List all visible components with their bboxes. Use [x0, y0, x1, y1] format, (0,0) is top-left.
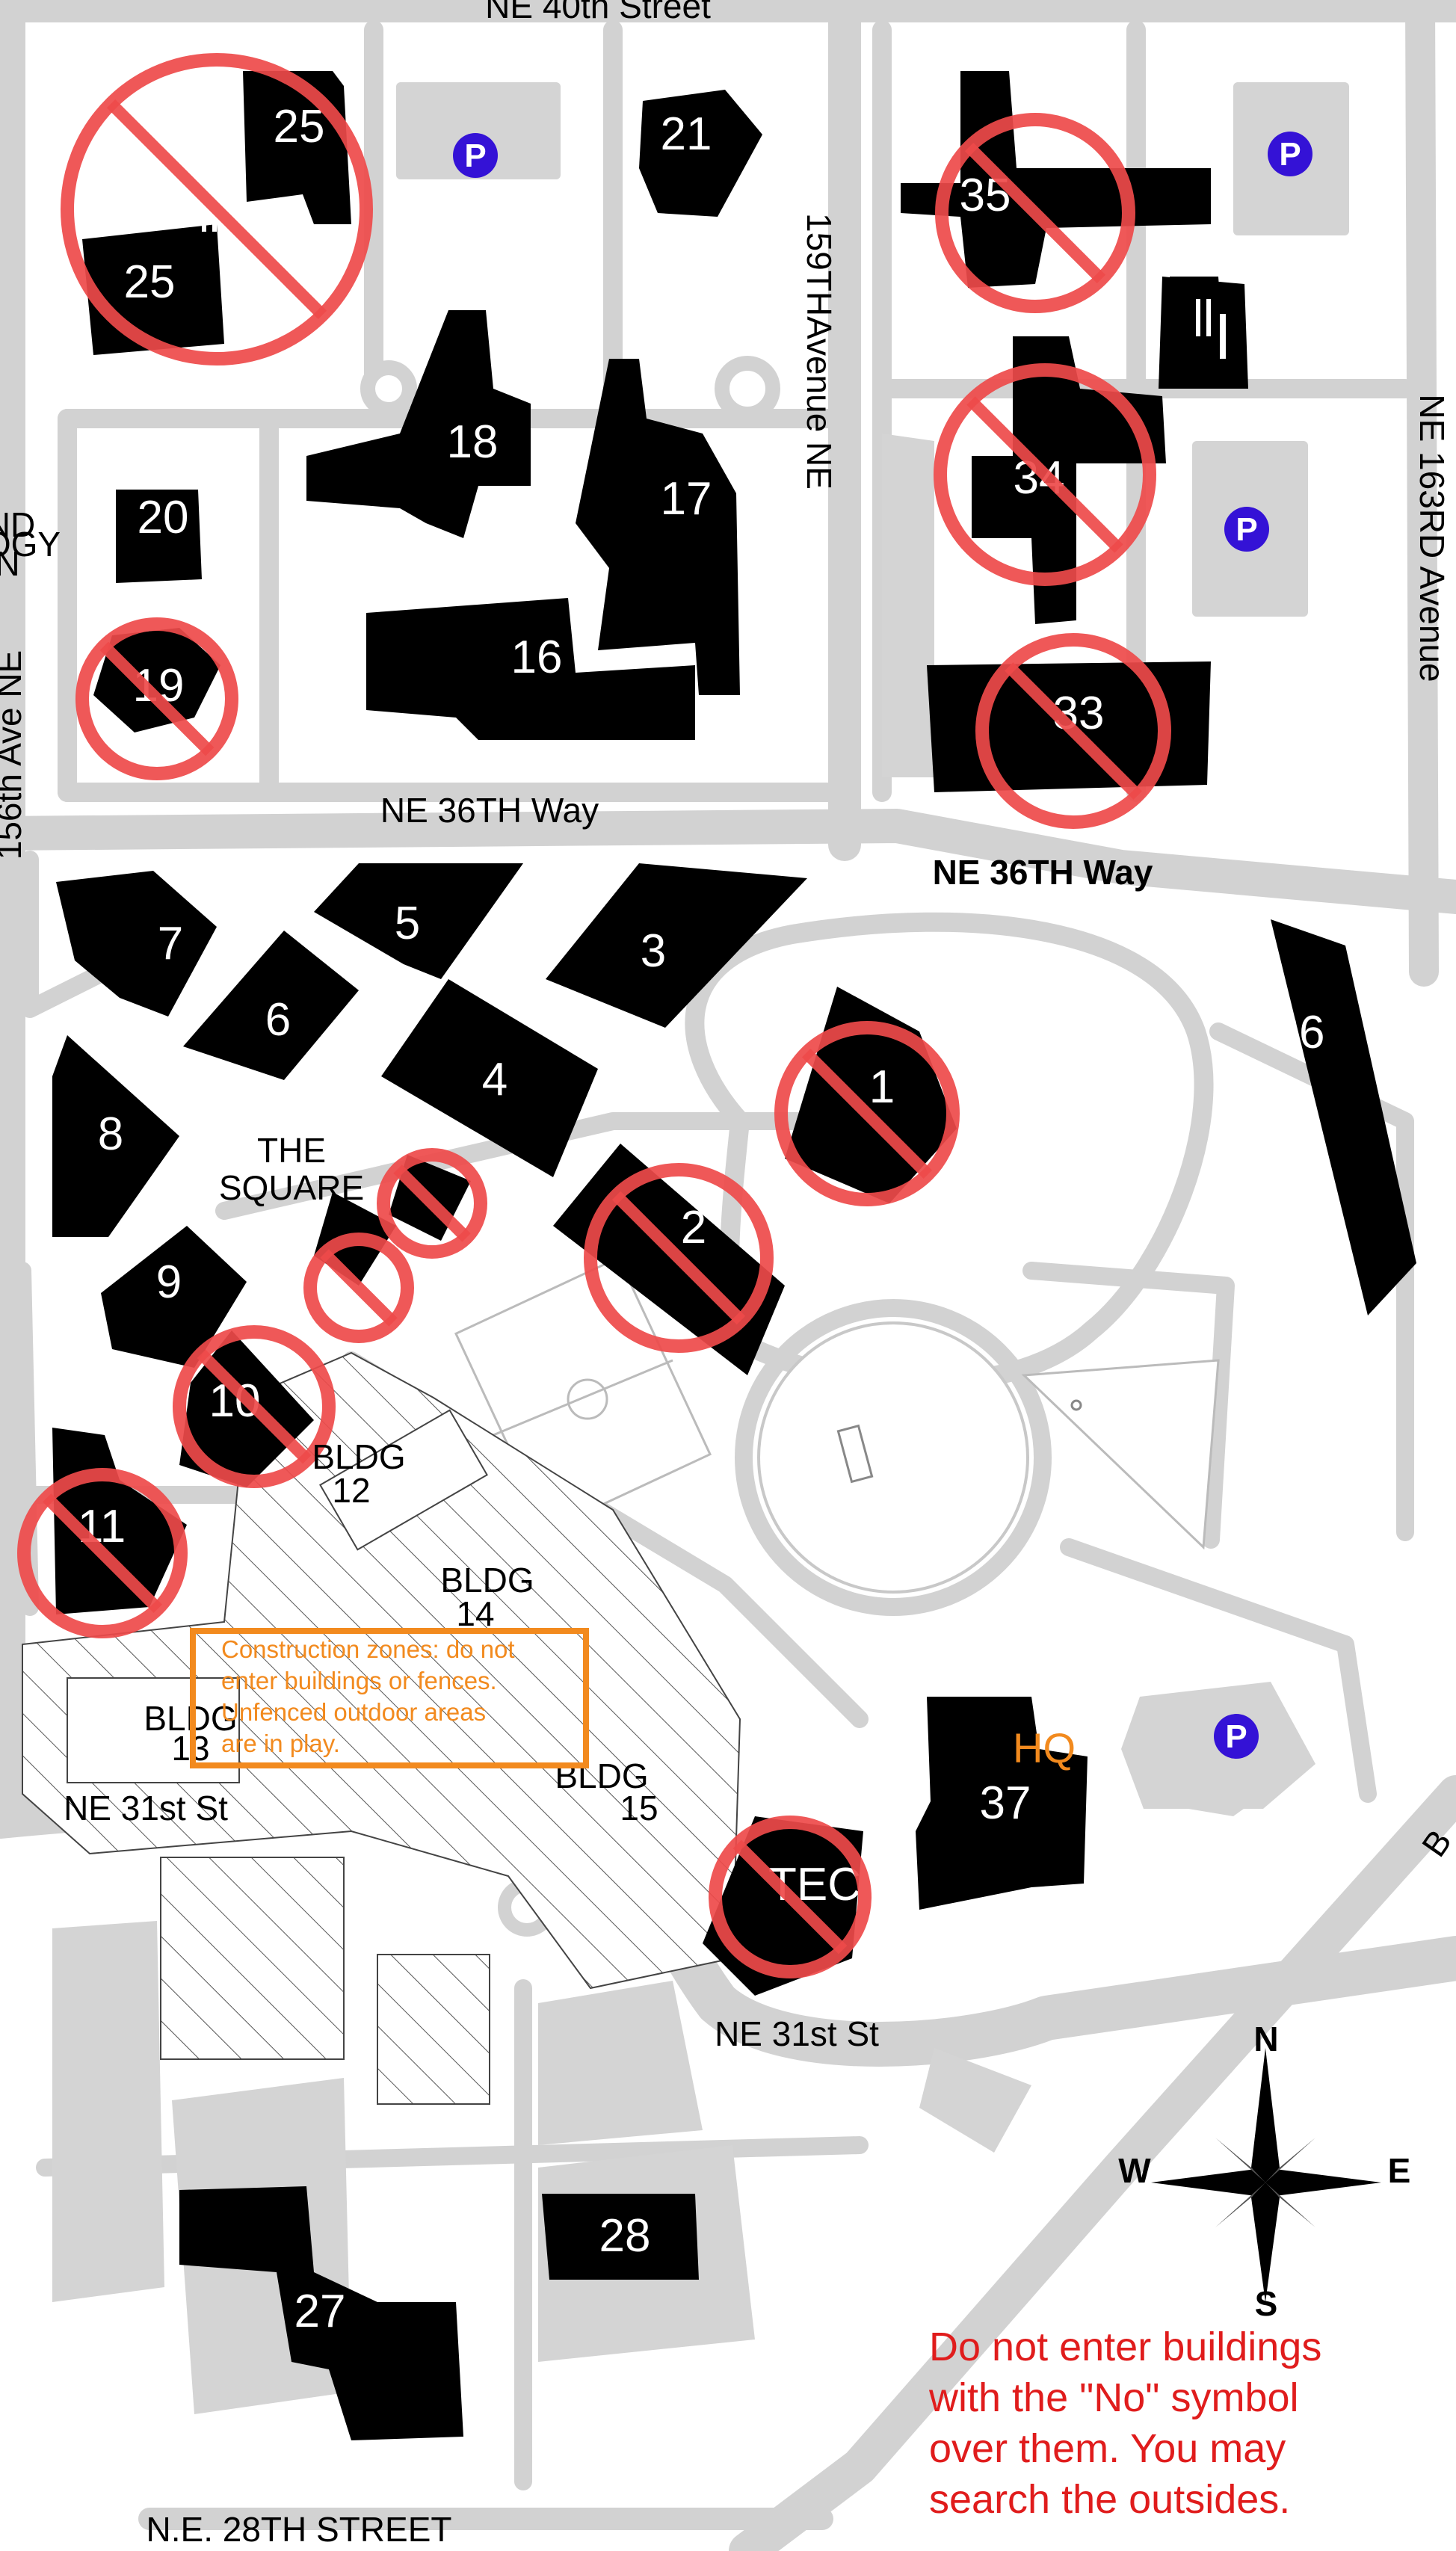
svg-text:P: P [1279, 136, 1301, 173]
building-label-27-26: 27 [294, 2286, 346, 2337]
street-156th-ave: 156th Ave NE [0, 650, 28, 860]
edge-fragment-2: OGY [0, 525, 61, 564]
building-label-2-18: 2 [681, 1202, 706, 1253]
building-label-16-9: 16 [511, 632, 563, 683]
bldg-12-label-line2: 12 [332, 1471, 370, 1510]
street-ne-31st-west: NE 31st St [64, 1789, 228, 1827]
construction-zones [22, 1351, 741, 2105]
building-label-17-8: 17 [661, 473, 712, 525]
building-label-36-22: 36 [1274, 1007, 1325, 1058]
construction-note: Construction zones: do not enter buildin… [190, 1628, 589, 1768]
building-label-3-13: 3 [641, 925, 666, 977]
building-label-21-2: 21 [661, 108, 712, 160]
compass-west: W [1118, 2151, 1151, 2190]
building-label-5-12: 5 [395, 898, 420, 949]
building-label-25-1: 25 [124, 256, 176, 308]
instructions-line2: with the "No" symbol [928, 2375, 1299, 2420]
no-entry-icon-6 [584, 1163, 774, 1353]
building-label-18-7: 18 [447, 416, 499, 468]
no-entry-icon-10 [17, 1468, 188, 1638]
street-ne-31st-east: NE 31st St [715, 2014, 879, 2053]
instructions-line1: Do not enter buildings [929, 2325, 1321, 2369]
building-label-7-11: 7 [158, 918, 183, 969]
compass-north: N [1253, 2020, 1278, 2058]
parking-icon-3: P [1214, 1714, 1259, 1759]
parking-icon-2: P [1224, 507, 1269, 552]
no-entry-icon-0 [61, 53, 373, 365]
building-label-9-19: 9 [156, 1256, 182, 1308]
construction-note-line1: Construction zones: do not [221, 1635, 515, 1663]
instructions-line4: search the outsides. [929, 2477, 1290, 2522]
svg-text:P: P [1225, 1718, 1247, 1755]
bldg-14-label-line2: 14 [456, 1594, 494, 1633]
buildings [52, 71, 1416, 2440]
compass-east: E [1388, 2151, 1411, 2190]
no-entry-icon-11 [709, 1816, 872, 1978]
instructions: Do not enter buildings with the "No" sym… [928, 2325, 1321, 2522]
bldg-15-label-line2: 15 [620, 1789, 658, 1827]
street-ne-28th: N.E. 28TH STREET [146, 2510, 452, 2549]
street-ne-40th: NE 40th Street [485, 0, 711, 25]
the-square-label-line2: SQUARE [219, 1168, 364, 1207]
edge-fragment-3: N [0, 544, 20, 583]
no-entry-icon-1 [935, 113, 1135, 313]
instructions-line3: over them. You may [929, 2426, 1286, 2471]
compass-south: S [1255, 2284, 1278, 2323]
street-159th-avenue: 159THAvenue NE [800, 213, 839, 490]
construction-note-line3: Unfenced outdoor areas [221, 1698, 486, 1726]
building-label-34-4: 34 [1014, 452, 1065, 504]
construction-note-line2: enter buildings or fences. [221, 1667, 497, 1694]
building-label-6-14: 6 [265, 994, 291, 1046]
no-entry-icon-8 [303, 1233, 414, 1343]
no-entry-icon-7 [377, 1148, 487, 1259]
no-entry-symbols [17, 53, 1171, 1978]
bldg-14-label-line1: BLDG [440, 1561, 534, 1600]
compass-rose: N S E W [1118, 2020, 1410, 2323]
construction-note-line4: are in play. [221, 1730, 340, 1757]
building-label-28-25: 28 [599, 2210, 651, 2262]
no-entry-icon-4 [75, 617, 238, 780]
building-label-25-0: 25 [274, 101, 325, 152]
bldg-12-label-line1: BLDG [312, 1437, 405, 1476]
no-entry-icon-2 [934, 363, 1156, 586]
building-label-37-23: 37 [980, 1777, 1031, 1829]
no-entry-icon-3 [975, 633, 1171, 829]
svg-text:P: P [464, 138, 486, 174]
street-ne-36th-way-west: NE 36TH Way [380, 791, 599, 830]
parking-icon-1: P [1268, 132, 1312, 176]
hq-label: HQ [1013, 1724, 1076, 1771]
no-entry-icon-5 [774, 1021, 960, 1206]
svg-text:P: P [1236, 511, 1257, 548]
parking-icons: P P P P [453, 132, 1312, 1759]
no-entry-icon-9 [173, 1325, 336, 1488]
building-label-1-17: 1 [869, 1061, 895, 1113]
edge-fragment-1: ND [0, 505, 35, 544]
street-ne-36th-way-east: NE 36TH Way [933, 853, 1153, 892]
parking-icon-0: P [453, 133, 498, 178]
the-square-label-line1: THE [257, 1131, 326, 1170]
building-label-20-6: 20 [138, 492, 189, 543]
building-label-4-15: 4 [482, 1054, 508, 1105]
building-label-8-16: 8 [98, 1108, 123, 1160]
street-163rd-avenue: NE 163RD Avenue [1413, 394, 1452, 682]
